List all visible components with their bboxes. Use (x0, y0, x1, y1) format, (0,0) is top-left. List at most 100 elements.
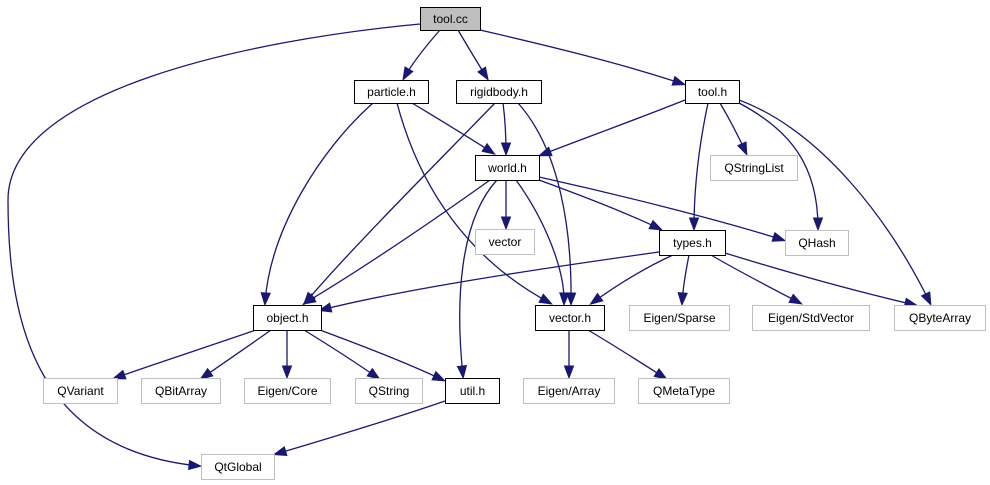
node-types-h[interactable]: types.h (659, 230, 726, 256)
node-qvariant: QVariant (43, 378, 118, 404)
edge-tool-h-to-QByteArray (738, 99, 932, 307)
node-box (456, 80, 542, 104)
node-label: types.h (673, 236, 712, 250)
node-box (43, 378, 118, 404)
arrowhead-icon (648, 219, 664, 231)
edge-rigidbody-h-to-world-h (500, 102, 512, 157)
node-vector: vector (475, 229, 535, 255)
node-label: Eigen/Array (538, 384, 601, 398)
node-box (445, 378, 500, 404)
edge-object-h-to-QBitArray (199, 329, 272, 380)
node-tool-cc[interactable]: tool.cc (420, 7, 481, 31)
edge-object-h-to-Eigen-Core (281, 330, 293, 380)
node-label: QString (369, 384, 410, 398)
node-object-h[interactable]: object.h (253, 305, 322, 331)
node-qbytearray: QByteArray (894, 305, 986, 331)
node-box (785, 230, 849, 256)
node-label: vector.h (549, 311, 591, 325)
arrowhead-icon (565, 292, 577, 307)
edge-rigidbody-h-to-object-h (302, 102, 496, 306)
arrowhead-icon (281, 365, 293, 380)
node-box (253, 305, 322, 331)
node-label: util.h (460, 384, 485, 398)
arrowhead-icon (589, 292, 604, 306)
edge-world-h-to-vector (500, 180, 512, 231)
node-box (201, 454, 275, 480)
node-qbitarray: QBitArray (141, 378, 221, 404)
edge-world-h-to-QHash (538, 176, 787, 242)
edge-vector-h-to-Eigen-Array (563, 330, 575, 380)
node-box (354, 80, 429, 104)
edge-types-h-to-QByteArray (724, 252, 919, 308)
node-label: QHash (798, 236, 835, 250)
node-box (523, 378, 615, 404)
node-eigen-sparse: Eigen/Sparse (629, 305, 730, 331)
node-rigidbody-h[interactable]: rigidbody.h (456, 80, 542, 104)
arrowhead-icon (537, 146, 553, 157)
edge-tool-cc-to-QtGlobal (7, 23, 421, 471)
node-particle-h[interactable]: particle.h (354, 80, 429, 104)
node-vector-h[interactable]: vector.h (535, 305, 605, 331)
edge-tool-cc-to-rigidbody-h (457, 29, 489, 81)
node-label: object.h (266, 311, 308, 325)
node-util-h[interactable]: util.h (445, 378, 500, 404)
node-box (659, 230, 726, 256)
edge-particle-h-to-object-h (260, 102, 374, 307)
node-label: Eigen/Core (257, 384, 317, 398)
node-world-h[interactable]: world.h (475, 155, 540, 181)
edge-world-h-to-util-h (456, 179, 498, 380)
arrowhead-icon (559, 292, 570, 307)
arrowhead-icon (653, 367, 668, 380)
edge-object-h-to-QVariant (111, 329, 257, 380)
node-label: tool.cc (433, 12, 468, 26)
node-box (244, 378, 331, 404)
arrowhead-icon (812, 217, 824, 232)
node-label: particle.h (367, 85, 416, 99)
node-box (752, 305, 870, 331)
node-tool-h[interactable]: tool.h (685, 80, 740, 104)
node-box (629, 305, 730, 331)
arrowhead-icon (677, 292, 688, 307)
node-label: Eigen/Sparse (643, 311, 715, 325)
edge-particle-h-to-world-h (411, 102, 496, 155)
arrowhead-icon (431, 370, 447, 382)
edge-particle-h-to-vector-h (396, 102, 554, 305)
edge-world-h-to-types-h (538, 179, 664, 231)
node-label: Eigen/StdVector (768, 311, 854, 325)
node-qmetatype: QMetaType (638, 378, 730, 404)
edge-world-h-to-vector-h (515, 179, 570, 307)
edge-types-h-to-object-h (317, 251, 660, 313)
node-label: world.h (487, 161, 527, 175)
edge-tool-h-to-QHash (738, 102, 824, 232)
edge-world-h-to-object-h (302, 179, 491, 305)
edge-tool-h-to-world-h (537, 99, 686, 157)
node-qhash: QHash (785, 230, 849, 256)
nodes-layer: tool.cc particle.h rigidbody.h tool.h world.… (43, 7, 986, 480)
arrowhead-icon (111, 369, 127, 380)
arrowhead-icon (317, 302, 333, 313)
node-label: QMetaType (653, 384, 715, 398)
node-label: QStringList (724, 161, 784, 175)
edge-rigidbody-h-to-vector-h (517, 102, 577, 307)
edge-util-h-to-QtGlobal (272, 400, 446, 457)
arrowhead-icon (920, 291, 932, 307)
node-box (141, 378, 221, 404)
arrowhead-icon (688, 217, 700, 232)
arrowhead-icon (456, 365, 468, 380)
arrowhead-icon (563, 365, 575, 380)
edge-tool-cc-to-particle-h (402, 29, 441, 81)
edge-tool-h-to-types-h (688, 102, 709, 232)
node-box (420, 7, 481, 31)
node-label: rigidbody.h (470, 85, 528, 99)
node-box (894, 305, 986, 331)
arrowhead-icon (538, 293, 554, 305)
edges-layer (7, 23, 932, 471)
edge-vector-h-to-QMetaType (587, 329, 668, 380)
node-label: QBitArray (155, 384, 207, 398)
arrowhead-icon (260, 292, 271, 307)
node-box (685, 80, 740, 104)
arrowhead-icon (302, 293, 317, 305)
arrowhead-icon (788, 293, 804, 305)
edge-tool-cc-to-tool-h (479, 29, 687, 86)
